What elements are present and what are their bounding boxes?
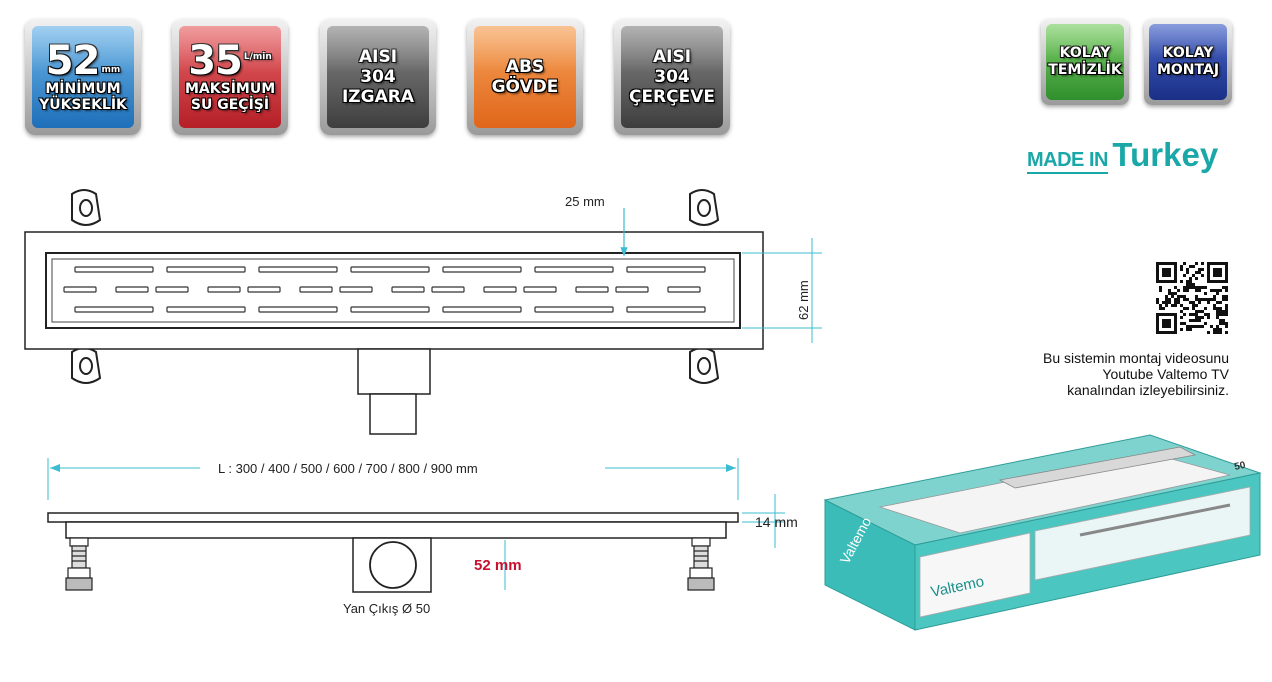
frame-line1: AISI (652, 47, 692, 67)
max-flow-label: MAKSİMUM SU GEÇİŞİ (185, 81, 276, 113)
channel-profile (65, 521, 727, 539)
frame-line3: ÇERÇEVE (628, 87, 716, 107)
grate-slot (442, 306, 522, 313)
outlet-pipe (369, 393, 417, 435)
adjustable-foot-left (65, 537, 93, 591)
product-box-image: Valtemo Valtemo 50 (823, 434, 1262, 631)
grate-slots (63, 266, 706, 313)
slot-width-label: 25 mm (565, 194, 605, 209)
mounting-bracket-top-left (71, 189, 102, 226)
grate-slot (207, 286, 241, 293)
qr-caption-line3: kanalından izleyebilirsiniz. (1067, 382, 1229, 398)
grate-slot (575, 286, 609, 293)
min-height-label: MİNİMUM YÜKSEKLİK (39, 81, 127, 113)
frame-profile (47, 512, 739, 523)
qr-caption-line2: Youtube Valtemo TV (1102, 366, 1229, 382)
adjustable-foot-right (687, 537, 715, 591)
grate-slot (391, 286, 425, 293)
made-in-prefix: MADE IN (1027, 149, 1108, 174)
grate-slot (350, 306, 430, 313)
grate-slot (615, 286, 649, 293)
mounting-bracket-bottom-right (689, 347, 720, 384)
channel-width-label: 62 mm (796, 280, 811, 320)
top-view-drawing: 25 mm 62 mm (24, 189, 822, 435)
grate-line2: 304 (360, 67, 396, 87)
grate-slot (350, 266, 430, 273)
body-line2: GÖVDE (491, 77, 559, 97)
side-outlet-pipe (369, 541, 417, 589)
length-label: L : 300 / 400 / 500 / 600 / 700 / 800 / … (218, 461, 478, 476)
min-height-badge: 52 mm MİNİMUM YÜKSEKLİK (25, 19, 141, 135)
easy-clean-badge: KOLAY TEMİZLİK (1041, 19, 1129, 105)
easy-install-line1: KOLAY (1162, 45, 1214, 61)
grate-slot (431, 286, 465, 293)
side-outlet-label: Yan Çıkış Ø 50 (343, 601, 430, 616)
grate-slot (483, 286, 517, 293)
grate-slot (534, 306, 614, 313)
min-height-unit: mm (101, 65, 121, 75)
qr-caption-line1: Bu sistemin montaj videosunu (1043, 350, 1229, 366)
body-line1: ABS (505, 57, 545, 77)
grate-slot (626, 306, 706, 313)
max-flow-unit: L/min (243, 52, 272, 62)
grate-slot (155, 286, 189, 293)
grate-slot (258, 306, 338, 313)
max-flow-badge: 35 L/min MAKSİMUM SU GEÇİŞİ (172, 19, 288, 135)
grate-line3: IZGARA (341, 87, 414, 107)
frame-badge: AISI 304 ÇERÇEVE (614, 19, 730, 135)
grate-slot (115, 286, 149, 293)
made-in-turkey-logo: MADE IN Turkey (1027, 136, 1218, 174)
grate-slot (667, 286, 701, 293)
grate-slot (247, 286, 281, 293)
grate-slot (166, 306, 246, 313)
mounting-bracket-top-right (689, 189, 720, 226)
min-height-value: 52 (45, 38, 101, 84)
grate-slot (74, 266, 154, 273)
min-height-dimension-label: 52 mm (474, 557, 522, 574)
grate-slot (299, 286, 333, 293)
grate-line1: AISI (358, 47, 398, 67)
easy-clean-line2: TEMİZLİK (1048, 62, 1122, 78)
grate-slot (626, 266, 706, 273)
grate-slot (166, 266, 246, 273)
outlet-housing (357, 348, 431, 395)
grate-slot (534, 266, 614, 273)
grate-slot (339, 286, 373, 293)
frame-height-label: 14 mm (755, 514, 798, 530)
grate-slot (442, 266, 522, 273)
grate-slot (63, 286, 97, 293)
grate-slot (74, 306, 154, 313)
max-flow-value: 35 (188, 38, 243, 84)
qr-code-icon (1156, 262, 1228, 334)
qr-caption: Bu sistemin montaj videosunu Youtube Val… (929, 350, 1229, 398)
grate-badge: AISI 304 IZGARA (320, 19, 436, 135)
mounting-bracket-bottom-left (71, 347, 102, 384)
box-badge-text: 50 (1233, 460, 1247, 473)
side-view-drawing: L : 300 / 400 / 500 / 600 / 700 / 800 / … (47, 458, 798, 616)
made-in-country: Turkey (1112, 136, 1219, 173)
easy-install-badge: KOLAY MONTAJ (1144, 19, 1232, 105)
grate-slot (258, 266, 338, 273)
easy-install-line2: MONTAJ (1156, 62, 1220, 78)
grate-slot (523, 286, 557, 293)
body-badge: ABS GÖVDE (467, 19, 583, 135)
frame-line2: 304 (654, 67, 690, 87)
easy-clean-line1: KOLAY (1059, 45, 1111, 61)
